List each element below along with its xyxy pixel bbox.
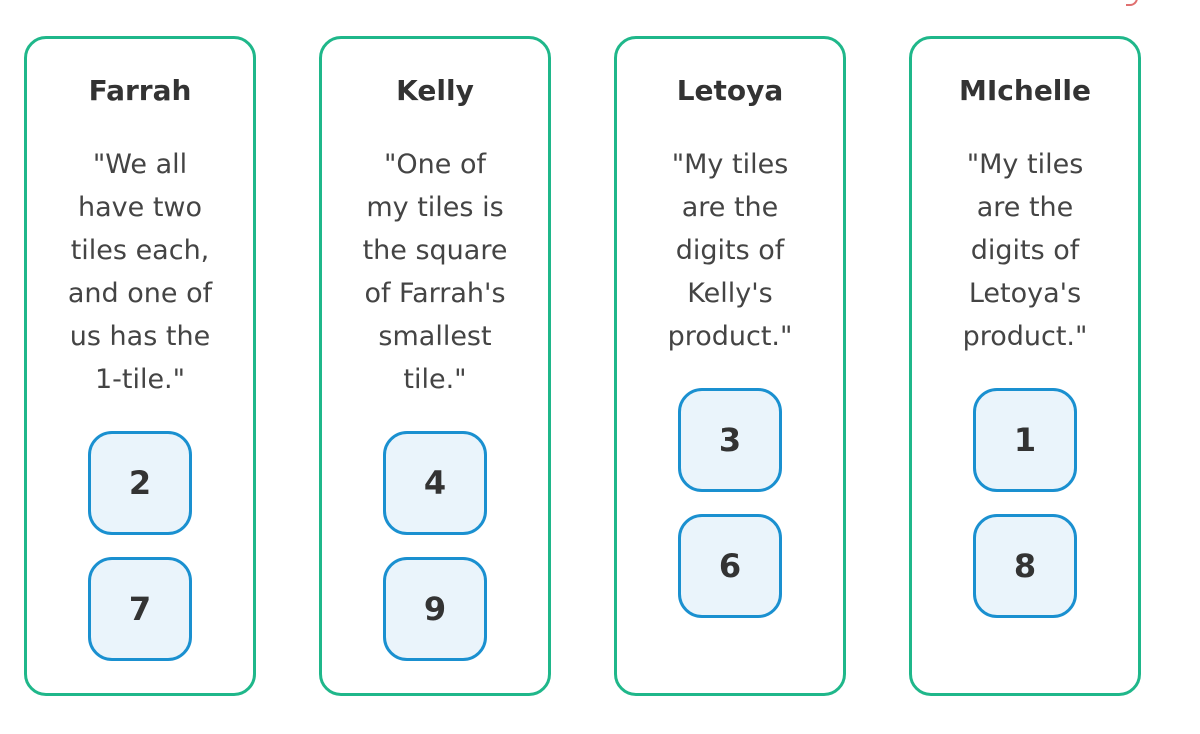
quote-line: "We all: [92, 149, 188, 180]
quote-line: and one of: [67, 278, 213, 309]
number-tile[interactable]: 7: [88, 557, 192, 661]
quote-line: "One of: [383, 149, 486, 180]
quote-line: tile.": [403, 364, 467, 395]
quote-line: "My tiles: [966, 149, 1084, 180]
number-tile[interactable]: 6: [678, 514, 782, 618]
quote-line: Letoya's: [968, 278, 1082, 309]
corner-mark: [1126, 0, 1138, 6]
quote-line: digits of: [675, 235, 785, 266]
quote-line: product.": [667, 321, 793, 352]
card-farrah: Farrah "We all have two tiles each, and …: [24, 36, 256, 696]
card-quote: "My tiles are the digits of Letoya's pro…: [912, 143, 1138, 358]
card-letoya: Letoya "My tiles are the digits of Kelly…: [614, 36, 846, 696]
card-name: Kelly: [396, 74, 474, 107]
quote-line: tiles each,: [70, 235, 210, 266]
quote-line: of Farrah's: [364, 278, 506, 309]
number-tile[interactable]: 1: [973, 388, 1077, 492]
number-tile[interactable]: 2: [88, 431, 192, 535]
quote-line: us has the: [69, 321, 211, 352]
quote-line: are the: [681, 192, 779, 223]
card-quote: "My tiles are the digits of Kelly's prod…: [617, 143, 843, 358]
quote-line: smallest: [378, 321, 492, 352]
quote-line: Kelly's: [687, 278, 773, 309]
number-tile[interactable]: 8: [973, 514, 1077, 618]
quote-line: my tiles is: [366, 192, 504, 223]
card-name: MIchelle: [959, 74, 1091, 107]
card-quote: "We all have two tiles each, and one of …: [27, 143, 253, 401]
number-tile[interactable]: 4: [383, 431, 487, 535]
card-name: Letoya: [676, 74, 784, 107]
quote-line: have two: [77, 192, 203, 223]
quote-line: are the: [976, 192, 1074, 223]
number-tile[interactable]: 3: [678, 388, 782, 492]
card-michelle: MIchelle "My tiles are the digits of Let…: [909, 36, 1141, 696]
quote-line: digits of: [970, 235, 1080, 266]
quote-line: "My tiles: [671, 149, 789, 180]
quote-line: 1-tile.": [94, 364, 186, 395]
quote-line: the square: [362, 235, 508, 266]
quote-line: product.": [962, 321, 1088, 352]
card-kelly: Kelly "One of my tiles is the square of …: [319, 36, 551, 696]
card-name: Farrah: [88, 74, 192, 107]
number-tile[interactable]: 9: [383, 557, 487, 661]
card-quote: "One of my tiles is the square of Farrah…: [322, 143, 548, 401]
